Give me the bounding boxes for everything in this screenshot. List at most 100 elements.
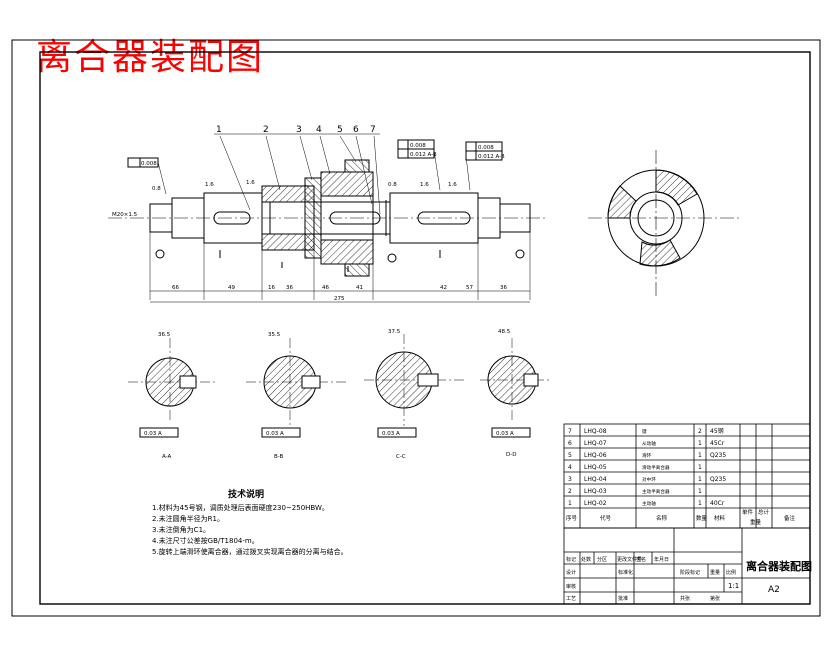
bom-cell-code: LHQ-03 bbox=[584, 488, 607, 495]
tolerance-value: 0.012 A-B bbox=[410, 152, 437, 158]
tb-label: 重量 bbox=[710, 569, 720, 576]
thread-label: M20×1.5 bbox=[112, 212, 138, 218]
bom-header-unit: 单件 bbox=[742, 508, 754, 516]
bom-cell-code: LHQ-04 bbox=[584, 476, 607, 483]
bom-cell-qty: 1 bbox=[698, 488, 702, 495]
dim-label: 66 bbox=[172, 285, 179, 291]
roughness: 1.6 bbox=[246, 180, 255, 186]
tb-label: 分区 bbox=[597, 556, 607, 563]
bom-cell-name: 对中环 bbox=[642, 476, 656, 483]
part-number: 6 bbox=[353, 125, 359, 135]
tb-label: 阶段标记 bbox=[680, 569, 700, 576]
tb-label: 设计 bbox=[566, 569, 576, 576]
dim-label: 57 bbox=[466, 285, 473, 291]
tb-label: 更改文件号 bbox=[617, 556, 642, 563]
dim-label: 41 bbox=[356, 285, 363, 291]
section-tolerance: 0.03 A bbox=[382, 431, 400, 437]
tb-label: 处数 bbox=[581, 556, 591, 563]
dim-label: 16 bbox=[268, 285, 275, 291]
main-view bbox=[108, 133, 548, 303]
bom-cell-material: 45钢 bbox=[710, 427, 724, 435]
note-line: 1.材料为45号钢，调质处理后表面硬度230~250HBW。 bbox=[152, 504, 329, 512]
bom-cell-qty: 2 bbox=[698, 428, 702, 435]
roughness: 0.8 bbox=[152, 186, 161, 192]
bom-header-material: 材料 bbox=[714, 514, 726, 522]
title-block bbox=[563, 527, 811, 605]
tolerance-value: 0.008 bbox=[478, 145, 494, 151]
section-tolerance: 0.03 A bbox=[496, 431, 514, 437]
section-d bbox=[480, 338, 552, 438]
bom-header-total: 总计 bbox=[758, 508, 770, 516]
note-line: 4.未注尺寸公差按GB/T1804-m。 bbox=[152, 537, 259, 545]
bom-header-no: 序号 bbox=[566, 514, 578, 522]
tb-label: 年月日 bbox=[654, 556, 669, 563]
tb-drawing-name: 离合器装配图 bbox=[746, 559, 812, 573]
bom-cell-material: 40Cr bbox=[710, 500, 725, 507]
bom-cell-name: 滑动半离合器 bbox=[642, 464, 670, 471]
bom-cell-code: LHQ-02 bbox=[584, 500, 607, 507]
bom-cell-qty: 1 bbox=[698, 440, 702, 447]
bom-header-remark: 备注 bbox=[784, 514, 796, 522]
section-label: B-B bbox=[274, 454, 284, 460]
tb-label: 比例 bbox=[726, 569, 736, 576]
bom-header-code: 代号 bbox=[600, 514, 612, 522]
bom-cell-name: 从动轴 bbox=[642, 440, 656, 447]
tb-label: 标准化 bbox=[618, 569, 633, 576]
tolerance-value: 0.008 bbox=[141, 161, 157, 167]
section-c bbox=[364, 334, 464, 438]
bom-cell-material: 45Cr bbox=[710, 440, 725, 447]
part-number: 4 bbox=[316, 125, 322, 135]
bom-cell-code: LHQ-06 bbox=[584, 452, 607, 459]
bom-cell-no: 3 bbox=[568, 476, 572, 483]
outer-border bbox=[11, 39, 821, 617]
dim-label: 36 bbox=[500, 285, 507, 291]
bom-cell-qty: 1 bbox=[698, 476, 702, 483]
dim-label: 36 bbox=[286, 285, 293, 291]
tolerance-value: 0.008 bbox=[410, 143, 426, 149]
bom-cell-code: LHQ-05 bbox=[584, 464, 607, 471]
tb-label: 签名 bbox=[636, 556, 646, 563]
tb-label: 审核 bbox=[566, 583, 576, 590]
title-block-text: 标记 处数 分区 更改文件号 签名 年月日 设计 标准化 审核 工艺 批准 阶段… bbox=[566, 556, 739, 602]
section-labels: A-A B-B C-C D-D 36.5 35.5 37.5 48.5 0.03… bbox=[144, 329, 516, 460]
bom-cell-qty: 1 bbox=[698, 452, 702, 459]
bom-header-qty: 数量 bbox=[696, 514, 708, 522]
bom-header: 序号 代号 名称 数量 材料 单件 总计 重量 备注 bbox=[566, 508, 796, 526]
note-line: 3.未注倒角为C1。 bbox=[152, 526, 211, 534]
inner-border bbox=[39, 51, 811, 605]
bom-cell-no: 4 bbox=[568, 464, 572, 471]
section-label: D-D bbox=[506, 452, 516, 458]
tb-label: 工艺 bbox=[566, 596, 576, 602]
bom-cell-no: 2 bbox=[568, 488, 572, 495]
part-number: 7 bbox=[370, 125, 376, 135]
bom-cell-code: LHQ-08 bbox=[584, 428, 607, 435]
tb-label: 共张 bbox=[680, 595, 690, 602]
part-number: 5 bbox=[337, 125, 343, 135]
bom-cell-no: 5 bbox=[568, 452, 572, 459]
bom-cell-no: 6 bbox=[568, 440, 572, 447]
note-line: 2.未注圆角半径为R1。 bbox=[152, 515, 224, 523]
bom-cell-qty: 1 bbox=[698, 464, 702, 471]
bom-cell-name: 主动轴 bbox=[642, 500, 656, 507]
notes-heading: 技术说明 bbox=[228, 490, 265, 500]
section-a bbox=[128, 338, 218, 438]
bom-cell-qty: 1 bbox=[698, 500, 702, 507]
section-width: 48.5 bbox=[498, 329, 511, 335]
bom-header-weight: 重量 bbox=[750, 518, 762, 526]
tb-sheet-size: A2 bbox=[768, 585, 780, 595]
tb-label: 批准 bbox=[618, 595, 628, 602]
section-label: C-C bbox=[396, 454, 406, 460]
part-numbers: 1 2 3 4 5 6 7 bbox=[216, 125, 376, 135]
technical-notes: 技术说明 1.材料为45号钢，调质处理后表面硬度230~250HBW。 2.未注… bbox=[152, 490, 472, 558]
overall-dim: 275 bbox=[334, 296, 345, 302]
bom-cell-no: 7 bbox=[568, 428, 572, 435]
section-tolerance: 0.03 A bbox=[266, 431, 284, 437]
dim-label: 49 bbox=[228, 285, 235, 291]
part-number: 1 bbox=[216, 125, 222, 135]
part-number: 2 bbox=[263, 125, 269, 135]
note-line: 5.旋转上端滑环使离合器，通过拨叉实现离合器的分离与结合。 bbox=[152, 548, 348, 556]
drawing-title: 离合器装配图 bbox=[36, 37, 265, 78]
tolerance-value: 0.012 A-B bbox=[478, 154, 505, 160]
